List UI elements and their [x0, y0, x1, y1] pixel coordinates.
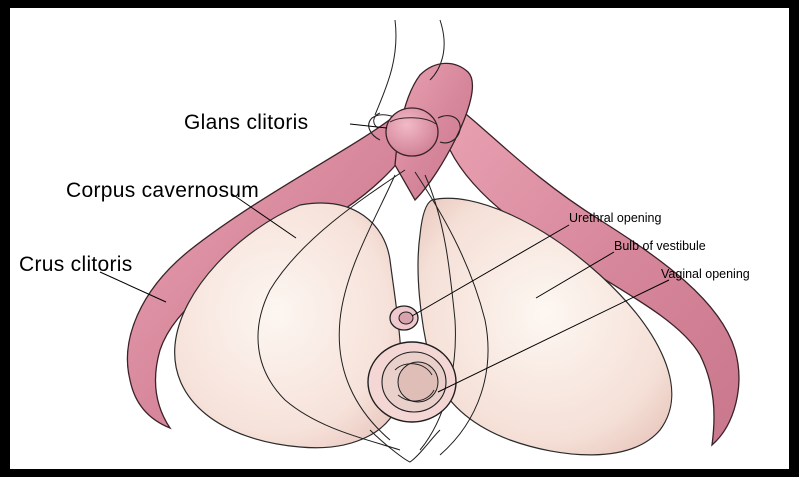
- label-corpus-cavernosum: Corpus cavernosum: [66, 180, 259, 201]
- label-crus-clitoris: Crus clitoris: [19, 254, 133, 275]
- label-glans-clitoris: Glans clitoris: [184, 112, 308, 133]
- label-bulb-of-vestibule: Bulb of vestibule: [614, 240, 706, 253]
- label-vaginal-opening: Vaginal opening: [661, 268, 750, 281]
- right-bulb: [418, 198, 672, 455]
- label-urethral-opening: Urethral opening: [569, 212, 661, 225]
- glans: [386, 108, 438, 156]
